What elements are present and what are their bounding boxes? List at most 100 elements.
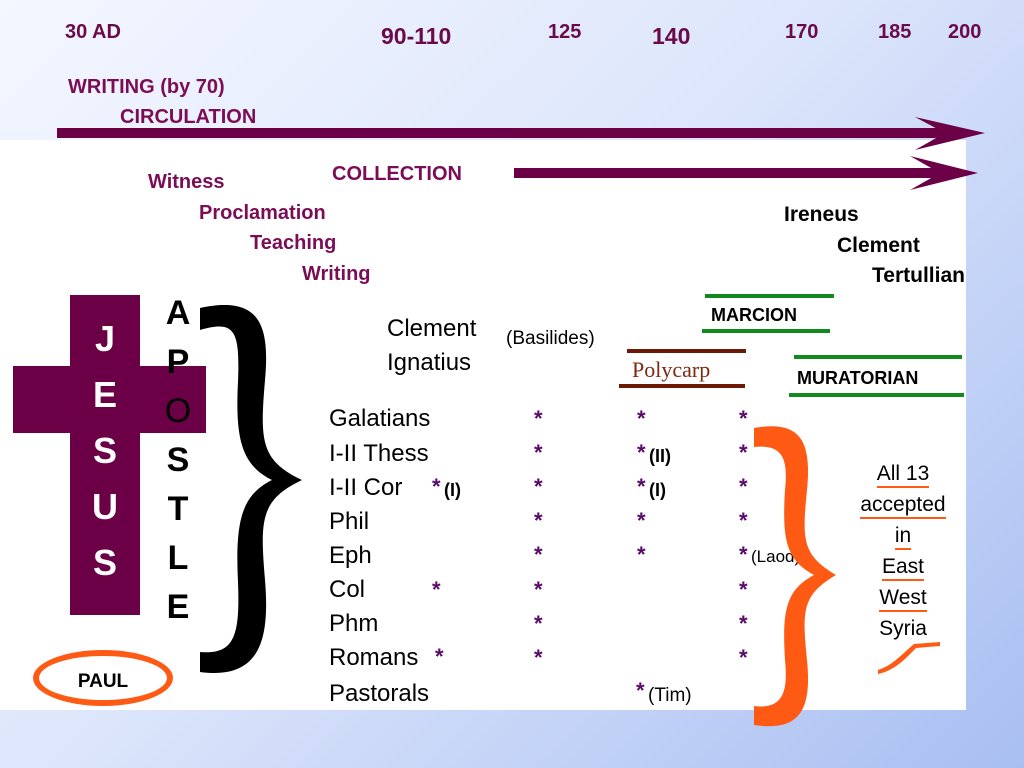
marcion-line-top	[705, 294, 834, 298]
star-phil-125: *	[534, 508, 543, 533]
polycarp-line-top	[627, 349, 746, 353]
accepted-line-3: in	[843, 520, 963, 551]
accepted-line-1: All 13	[843, 458, 963, 489]
father-clement: Clement	[837, 234, 920, 257]
apostle-letter-a: A	[165, 294, 191, 332]
apostle-letter-t: T	[167, 490, 189, 528]
note-cor-early: (I)	[444, 480, 461, 500]
book-thessalonians: I-II Thess	[329, 440, 429, 467]
star-gal-marcion: *	[739, 406, 748, 431]
jesus-letter-s2: S	[92, 542, 117, 583]
paul-oval: PAUL	[33, 650, 173, 706]
process-writing: Writing	[302, 263, 371, 285]
book-ephesians: Eph	[329, 542, 372, 569]
star-thess-marcion: *	[739, 440, 748, 465]
star-cor-early: *	[432, 474, 441, 499]
jesus-cross: J E S U S	[0, 0, 206, 615]
star-romans-early: *	[435, 644, 444, 669]
star-rom-marcion: *	[739, 645, 748, 670]
note-thess-polycarp: (II)	[649, 446, 671, 466]
book-philippians: Phil	[329, 508, 370, 535]
star-pastorals-polycarp: *	[636, 678, 645, 703]
father-ireneus: Ireneus	[784, 203, 859, 226]
early-basilides: (Basilides)	[506, 328, 595, 349]
star-rom-125: *	[534, 645, 543, 670]
early-clement: Clement	[387, 315, 477, 342]
star-cor-125: *	[534, 474, 543, 499]
star-col-125: *	[534, 577, 543, 602]
accepted-line-5: West	[843, 582, 963, 613]
star-thess-125: *	[534, 440, 543, 465]
accepted-line-6: Syria	[879, 617, 927, 640]
stage-circulation: CIRCULATION	[120, 106, 257, 128]
star-col-marcion: *	[739, 577, 748, 602]
polycarp-line-bottom	[619, 384, 745, 388]
process-witness: Witness	[148, 171, 225, 193]
note-pastorals-polycarp: (Tim)	[648, 685, 692, 706]
year-140: 140	[652, 23, 691, 49]
star-cor-marcion: *	[739, 474, 748, 499]
year-200: 200	[948, 21, 982, 43]
book-philemon: Phm	[329, 610, 379, 637]
jesus-letter-s: S	[92, 430, 117, 471]
apostle-letter-s: S	[166, 441, 190, 479]
apostle-letter-o: O	[164, 392, 192, 430]
accepted-line-2: accepted	[843, 489, 963, 520]
star-gal-polycarp: *	[637, 406, 646, 431]
apostle-letters: A P O S T L E	[160, 294, 196, 626]
accepted-note: All 13 accepted in East West Syria	[843, 458, 963, 644]
accepted-line-4: East	[843, 551, 963, 582]
muratorian-line-bottom	[789, 393, 964, 397]
book-romans: Romans	[329, 644, 419, 671]
star-phm-125: *	[534, 611, 543, 636]
year-90-110: 90-110	[381, 23, 452, 49]
star-eph-125: *	[534, 542, 543, 567]
book-colossians: Col	[329, 576, 366, 603]
star-eph-polycarp: *	[637, 542, 646, 567]
star-gal-125: *	[534, 406, 543, 431]
timeline-arrows	[57, 117, 985, 190]
polycarp-label: Polycarp	[632, 357, 711, 382]
note-cor-polycarp: (I)	[649, 480, 666, 500]
early-ignatius: Ignatius	[387, 349, 472, 376]
paul-label: PAUL	[77, 671, 129, 692]
star-thess-polycarp: *	[637, 440, 646, 465]
father-tertullian: Tertullian	[872, 264, 965, 287]
apostle-letter-p: P	[166, 343, 190, 381]
year-125: 125	[548, 21, 582, 43]
cross-horizontal	[13, 366, 206, 433]
cross-vertical	[70, 295, 140, 615]
collection-arrow	[514, 156, 978, 190]
process-proclamation: Proclamation	[199, 202, 326, 224]
stage-collection: COLLECTION	[332, 163, 462, 185]
marcion-line-bottom	[702, 329, 830, 333]
jesus-letter-u: U	[92, 486, 118, 527]
year-170: 170	[785, 21, 819, 43]
muratorian-label: MURATORIAN	[797, 368, 919, 388]
star-col-early: *	[432, 577, 441, 602]
year-185: 185	[878, 21, 912, 43]
stage-writing: WRITING (by 70)	[68, 76, 225, 98]
marcion-label: MARCION	[711, 305, 797, 325]
book-pastorals: Pastorals	[329, 680, 430, 707]
muratorian-line-top	[794, 355, 962, 359]
note-eph-laod: (Laod)	[751, 547, 801, 566]
apostle-letter-l: L	[167, 539, 189, 577]
process-teaching: Teaching	[250, 232, 337, 254]
circulation-arrow	[57, 117, 985, 150]
jesus-letter-j: J	[94, 318, 116, 359]
book-corinthians: I-II Cor	[329, 474, 403, 501]
apostle-letter-e: E	[166, 588, 190, 626]
orange-swoosh-icon	[878, 642, 940, 674]
apostle-brace-icon	[200, 304, 302, 674]
star-cor-polycarp: *	[637, 474, 646, 499]
star-phil-marcion: *	[739, 508, 748, 533]
orange-brace-icon	[754, 426, 836, 727]
jesus-letter-e: E	[92, 374, 117, 415]
jesus-letters: J E S U S	[70, 318, 140, 598]
book-galatians: Galatians	[329, 405, 431, 432]
star-phm-marcion: *	[739, 611, 748, 636]
star-eph-marcion: *	[739, 542, 748, 567]
year-30ad: 30 AD	[65, 21, 121, 43]
star-phil-polycarp: *	[637, 508, 646, 533]
